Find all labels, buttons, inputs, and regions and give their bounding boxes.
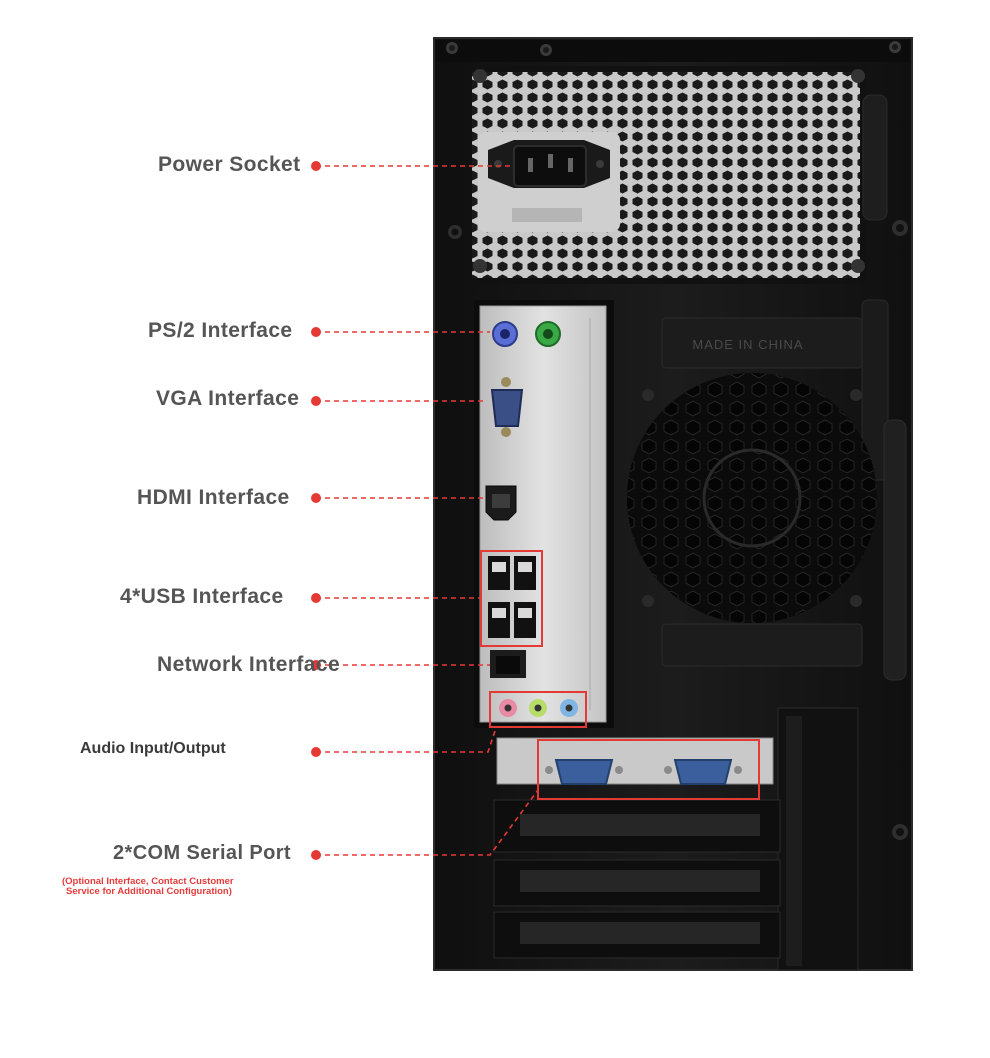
fan-grille [627, 373, 877, 623]
power-socket [488, 140, 610, 222]
label-network-interface: Network Interface [157, 653, 341, 676]
label-power-socket: Power Socket [158, 153, 301, 176]
vga-port [490, 377, 524, 437]
network-port [490, 650, 526, 678]
leader-lines [316, 165, 539, 856]
com-ports [545, 759, 742, 785]
label-audio-io: Audio Input/Output [80, 740, 226, 757]
com-optional-note-line2: Service for Additional Configuration) [66, 886, 232, 897]
audio-jacks [499, 699, 578, 717]
ps2-ports [492, 321, 561, 347]
label-usb-interface: 4*USB Interface [120, 585, 284, 608]
label-ps2-interface: PS/2 Interface [148, 319, 293, 342]
expansion-slots [493, 707, 859, 971]
usb-ports [488, 556, 536, 638]
com-optional-note-line1: (Optional Interface, Contact Customer [62, 876, 234, 887]
label-hdmi-interface: HDMI Interface [137, 486, 290, 509]
com-highlight-box [537, 739, 760, 800]
label-vga-interface: VGA Interface [156, 387, 300, 410]
label-com-serial-port: 2*COM Serial Port [113, 842, 291, 864]
embossed-text: MADE IN CHINA [692, 337, 803, 352]
leader-dots [311, 161, 321, 860]
audio-highlight-box [489, 691, 587, 728]
hdmi-port [485, 485, 517, 521]
